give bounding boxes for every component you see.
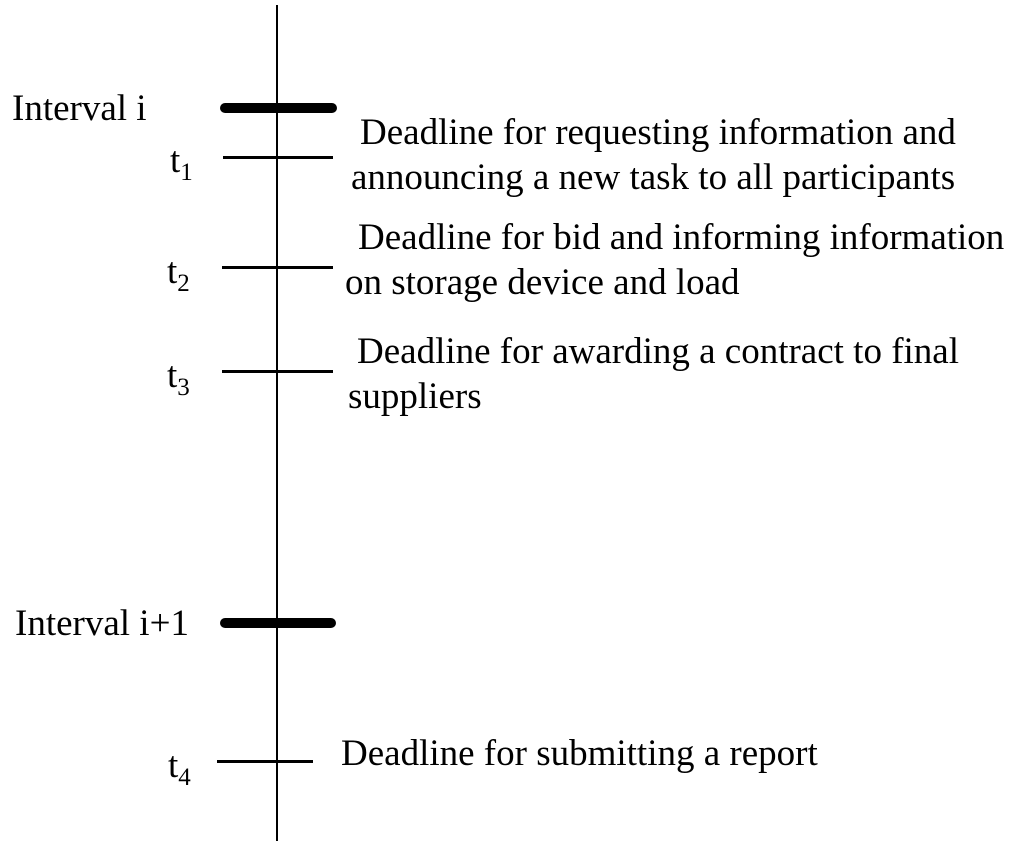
interval-i-marker-bar (220, 103, 337, 113)
tick-t1 (223, 156, 333, 159)
t3-label-subscript: 3 (177, 374, 190, 401)
t2-label-subscript: 2 (177, 270, 190, 297)
t2-description-line-2: on storage device and load (345, 262, 740, 303)
t2-label-base: t (167, 251, 178, 292)
interval-i-plus-1-marker-bar (220, 618, 336, 628)
t2-description-line-1: Deadline for bid and informing informati… (358, 217, 1005, 258)
t1-description-line-2: announcing a new task to all participant… (351, 157, 956, 198)
t1-label-base: t (170, 140, 181, 181)
t1-label-subscript: 1 (180, 159, 193, 186)
t3-description-line-1: Deadline for awarding a contract to fina… (357, 331, 960, 372)
interval-i-label: Interval i (12, 88, 147, 129)
timeline-axis-line (276, 5, 278, 841)
t4-label: t4 (168, 743, 191, 800)
t1-label: t1 (170, 138, 193, 195)
t1-description-line-1: Deadline for requesting information and (360, 112, 956, 153)
t4-label-base: t (168, 745, 179, 786)
t2-label: t2 (167, 249, 190, 306)
interval-i-plus-1-label: Interval i+1 (15, 603, 189, 644)
t4-label-subscript: 4 (178, 764, 191, 791)
t4-description-line-1: Deadline for submitting a report (341, 733, 818, 774)
t3-label-base: t (167, 355, 178, 396)
t3-label: t3 (167, 353, 190, 410)
tick-t4 (217, 760, 313, 763)
tick-t2 (222, 266, 333, 269)
t3-description-line-2: suppliers (348, 376, 482, 417)
tick-t3 (222, 370, 333, 373)
